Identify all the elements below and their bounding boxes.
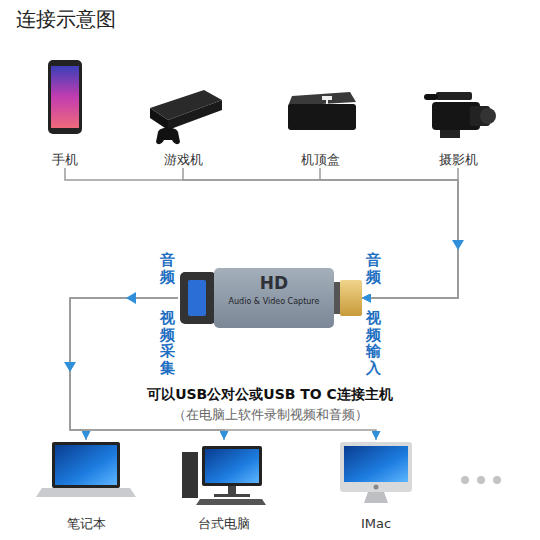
illustration-part — [364, 492, 388, 503]
illustration-part — [340, 442, 412, 492]
illustration-part — [188, 280, 206, 316]
signal-label: 视频输入 — [366, 310, 381, 376]
illustration-part — [36, 488, 136, 497]
connection-note: 可以USB公对公或USB TO C连接主机 — [0, 386, 540, 404]
desktop-pc-icon — [182, 446, 266, 505]
set-top-box-icon — [288, 92, 356, 130]
device-node: 游戏机 — [145, 58, 221, 168]
illustration-part — [214, 268, 334, 328]
device-node: 台式电脑 — [176, 440, 272, 532]
illustration-part — [51, 66, 79, 128]
illustration-part — [180, 272, 216, 324]
imac-icon — [340, 442, 412, 503]
illustration-part — [493, 476, 501, 484]
device-label: 笔记本 — [38, 515, 134, 532]
device-node: 摄影机 — [420, 58, 496, 168]
illustration-part — [477, 476, 485, 484]
device-label: IMac — [330, 515, 422, 532]
illustration-part — [326, 99, 328, 104]
signal-connector — [362, 168, 458, 298]
illustration-part — [150, 108, 168, 130]
device-label: 游戏机 — [145, 151, 221, 168]
device-node: IMac — [330, 440, 422, 532]
device-logo: HD — [214, 273, 334, 293]
illustration-part — [52, 442, 120, 488]
capture-device: HD Audio & Video Capture — [178, 266, 362, 330]
illustration-part — [196, 499, 266, 505]
illustration-part — [182, 452, 198, 498]
illustration-part — [202, 446, 262, 486]
signal-connector — [320, 168, 458, 298]
device-node: 笔记本 — [38, 440, 134, 532]
illustration-part — [126, 292, 136, 304]
illustration-part — [340, 280, 362, 316]
illustration-part — [64, 362, 76, 372]
laptop-icon — [36, 442, 136, 497]
illustration-part — [288, 92, 356, 106]
illustration-part — [461, 476, 469, 484]
game-console-icon — [150, 90, 222, 144]
device-node: 手机 — [35, 58, 95, 168]
illustration-part — [205, 449, 259, 483]
device-node: 机顶盒 — [282, 58, 358, 168]
illustration-part — [436, 92, 472, 100]
signal-label: 视频采集 — [160, 310, 175, 376]
software-note: （在电脑上软件录制视频和音频） — [0, 406, 540, 424]
illustration-part — [48, 60, 82, 134]
device-caption: Audio & Video Capture — [214, 296, 334, 307]
capture-device-illustration — [180, 268, 362, 328]
illustration-part — [440, 130, 460, 138]
more-devices-dots — [461, 476, 501, 484]
phone-icon — [48, 60, 82, 134]
signal-label: 音频 — [366, 252, 381, 285]
illustration-part — [452, 240, 464, 250]
illustration-part — [228, 486, 236, 494]
device-face: HD Audio & Video Capture — [214, 273, 334, 307]
flow-arrow-marks — [64, 240, 464, 372]
device-label: 手机 — [35, 151, 95, 168]
device-label: 机顶盒 — [282, 151, 358, 168]
illustration-part — [374, 485, 379, 490]
signal-connector — [70, 298, 178, 440]
illustration-part — [344, 446, 408, 482]
illustration-part — [424, 94, 438, 100]
signal-connector — [65, 168, 458, 298]
device-label: 台式电脑 — [176, 515, 272, 532]
signal-label: 音频 — [160, 252, 175, 285]
diagram-title: 连接示意图 — [16, 6, 116, 33]
illustration-part — [480, 108, 496, 124]
device-label: 摄影机 — [420, 151, 496, 168]
illustration-part — [334, 282, 340, 314]
illustration-part — [214, 494, 250, 497]
illustration-part — [156, 128, 180, 145]
illustration-part — [55, 445, 117, 485]
camcorder-icon — [424, 92, 496, 138]
illustration-part — [288, 104, 356, 130]
illustration-part — [168, 100, 222, 130]
